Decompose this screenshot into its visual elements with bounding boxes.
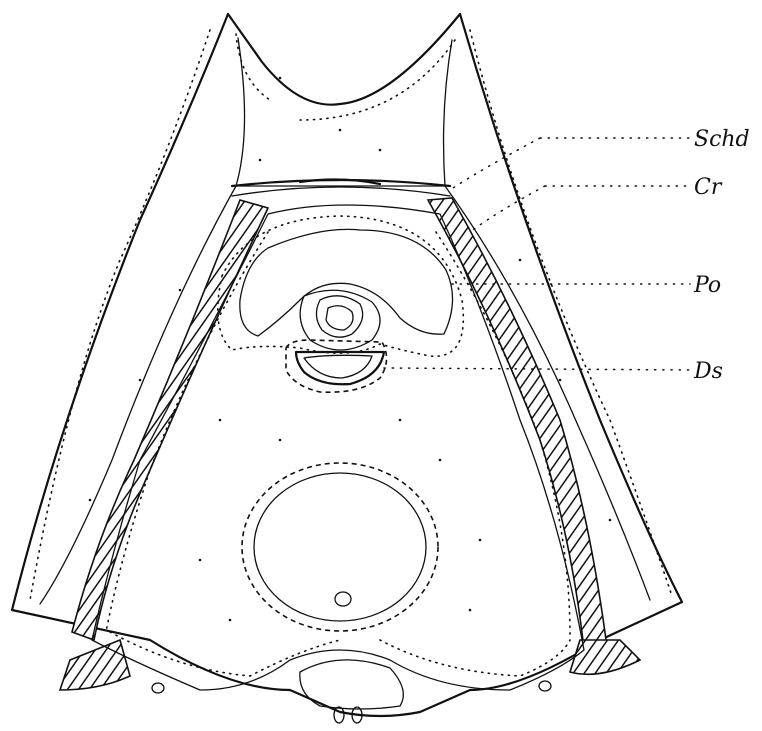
label-po: Po bbox=[693, 273, 721, 298]
cr-cartilage-bars bbox=[60, 198, 640, 690]
label-schd: Schd bbox=[694, 127, 750, 152]
central-cavity bbox=[242, 463, 438, 631]
schd-leader-diag bbox=[450, 138, 540, 190]
subcutaneous-layer bbox=[40, 38, 650, 604]
label-cr: Cr bbox=[694, 175, 723, 200]
schd-band bbox=[232, 179, 450, 196]
figure-labels: Schd Cr Po Ds bbox=[693, 127, 750, 384]
central-mass bbox=[92, 205, 584, 690]
ventral-muscle bbox=[152, 660, 551, 723]
cr-leader-diag bbox=[470, 186, 545, 232]
label-ds: Ds bbox=[693, 359, 723, 384]
